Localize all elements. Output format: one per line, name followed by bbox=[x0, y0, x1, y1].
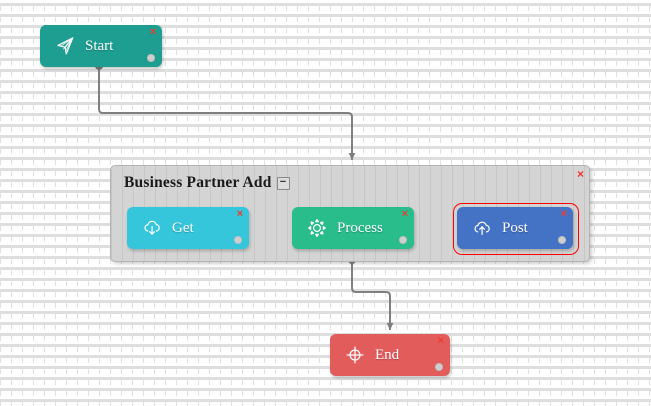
crosshair-icon bbox=[346, 346, 364, 364]
edge-group-to-end bbox=[348, 256, 394, 331]
connection-port[interactable] bbox=[234, 236, 242, 244]
node-process[interactable]: Process × bbox=[292, 207, 414, 249]
connection-port[interactable] bbox=[435, 363, 443, 371]
group-title: Business Partner Add− bbox=[124, 174, 290, 192]
node-get[interactable]: Get × bbox=[127, 207, 249, 249]
close-icon[interactable]: × bbox=[236, 208, 243, 220]
cloud-upload-icon bbox=[474, 221, 490, 236]
collapse-toggle-icon[interactable]: − bbox=[276, 177, 290, 190]
node-label: Post bbox=[502, 219, 528, 236]
group-title-text: Business Partner Add bbox=[124, 174, 272, 191]
node-post[interactable]: Post × bbox=[457, 207, 573, 249]
cloud-download-icon bbox=[144, 220, 160, 235]
close-icon[interactable]: × bbox=[401, 208, 408, 220]
node-label: Start bbox=[85, 37, 114, 54]
node-end[interactable]: End × bbox=[330, 334, 450, 376]
connection-port[interactable] bbox=[558, 236, 566, 244]
node-label: End bbox=[375, 346, 400, 363]
edge-start-to-group bbox=[95, 62, 356, 161]
node-start[interactable]: Start × bbox=[40, 25, 162, 67]
close-icon[interactable]: × bbox=[437, 335, 444, 347]
close-icon[interactable]: × bbox=[149, 26, 156, 38]
connection-port[interactable] bbox=[147, 54, 155, 62]
node-label: Process bbox=[337, 219, 383, 236]
connection-port[interactable] bbox=[399, 236, 407, 244]
close-icon[interactable]: × bbox=[560, 208, 567, 220]
close-icon[interactable]: × bbox=[576, 167, 584, 181]
gear-icon bbox=[308, 219, 326, 237]
node-label: Get bbox=[172, 219, 194, 236]
paper-plane-icon bbox=[57, 37, 74, 55]
